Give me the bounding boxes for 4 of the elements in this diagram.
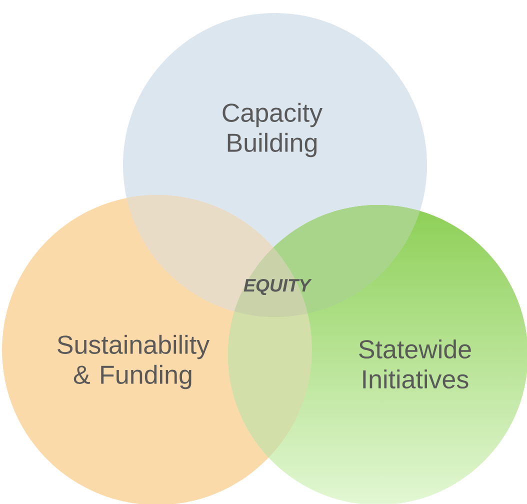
circle-label: Sustainability & Funding [58,334,210,390]
center-label: EQUITY [244,278,312,296]
circle-label: Capacity Building [222,102,323,158]
circle-label: Statewide Initiatives [359,339,471,389]
